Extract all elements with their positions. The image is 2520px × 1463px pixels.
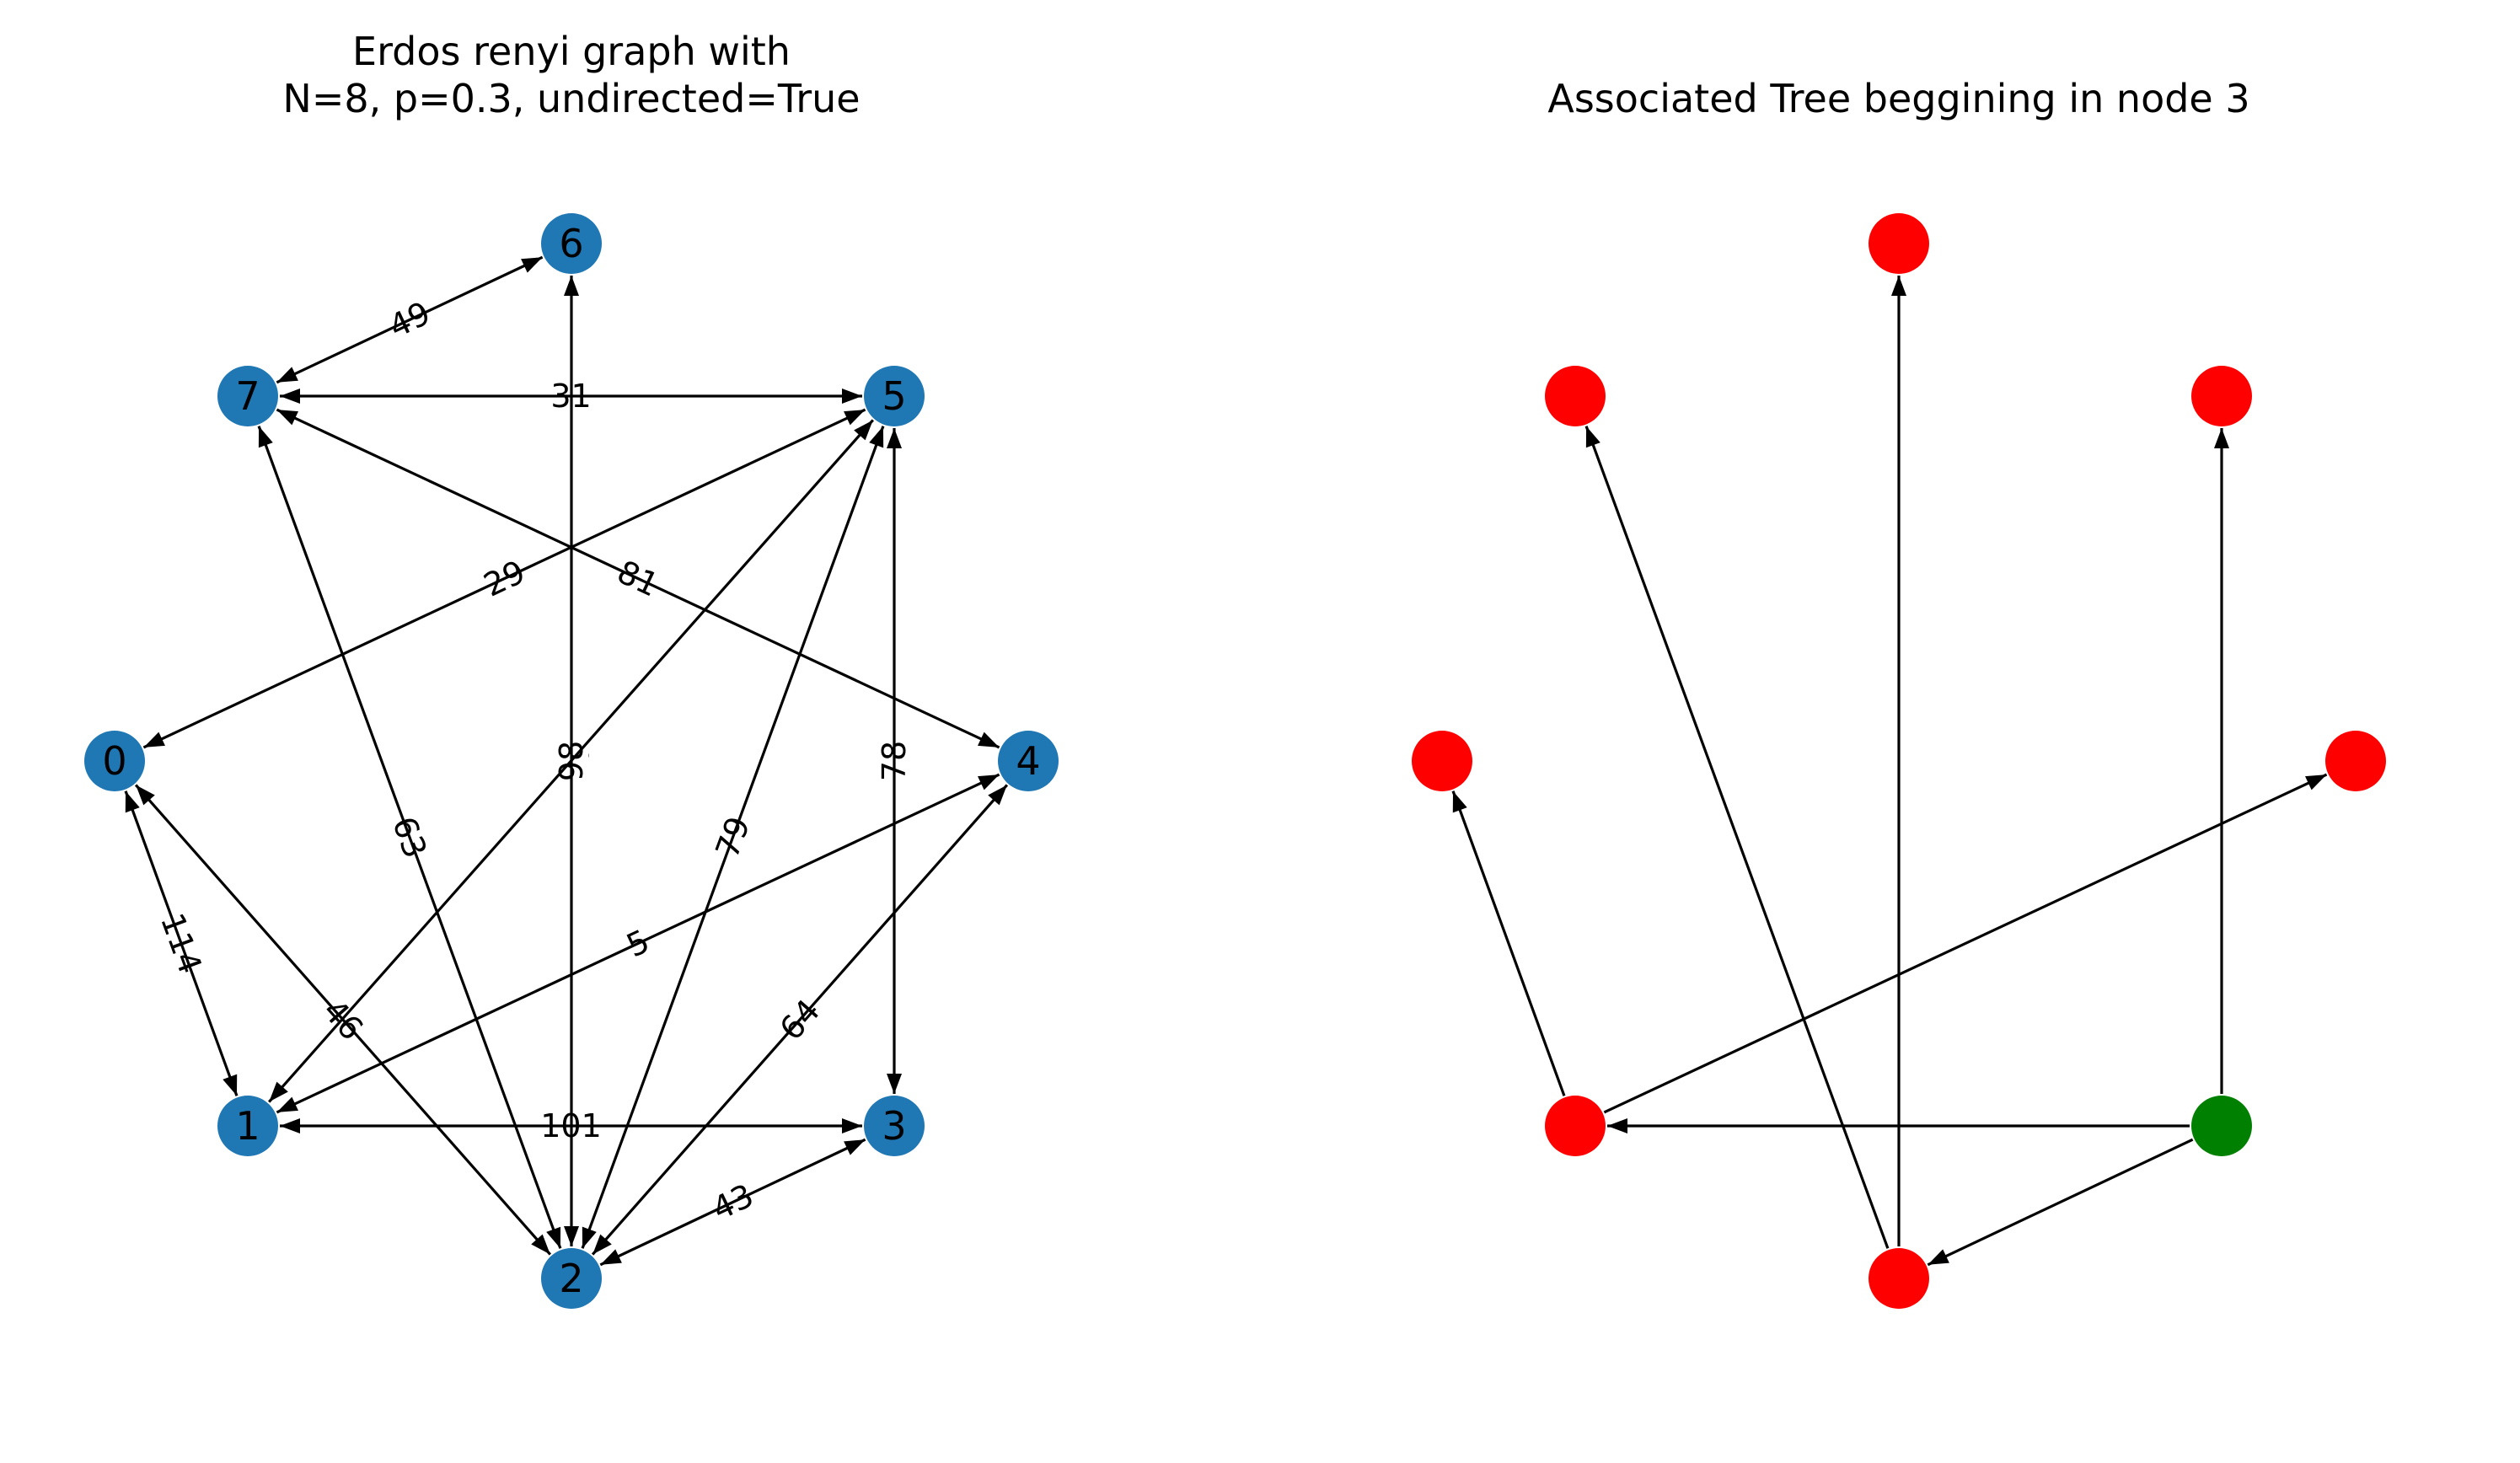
left-arrowhead-4-2 — [592, 1234, 612, 1255]
edge-label-bg-2-7 — [384, 807, 437, 867]
left-edge-2-7 — [257, 426, 562, 1249]
left-arrowhead-2-6 — [564, 276, 579, 296]
tree-edge-2-7 — [1584, 426, 1890, 1249]
left-arrowhead-1-4 — [978, 774, 1000, 790]
tree-arrowhead-1-4 — [2305, 774, 2327, 790]
left-edge-2-4 — [591, 784, 1009, 1256]
tree-node-5 — [2191, 366, 2252, 426]
left-node-label-1: 1 — [235, 1103, 260, 1149]
edge-label-bg-3-5 — [874, 736, 911, 786]
left-arrowhead-5-1 — [269, 1081, 288, 1102]
left-node-5 — [864, 366, 925, 426]
left-arrowhead-7-4 — [978, 732, 1000, 748]
left-edge-6-7 — [276, 255, 544, 384]
tree-node-7 — [1545, 366, 1606, 426]
left-arrowhead-1-5 — [854, 420, 873, 441]
tree-arrowhead-3-2 — [1928, 1249, 1949, 1265]
left-arrowhead-3-1 — [280, 1118, 300, 1133]
left-arrowhead-3-2 — [600, 1249, 622, 1265]
left-arrowhead-6-2 — [564, 1226, 579, 1246]
edge-label-bg-1-4 — [615, 918, 660, 966]
left-arrowhead-2-0 — [136, 785, 155, 806]
left-arrowhead-5-2 — [582, 1226, 597, 1249]
left-arrowhead-0-5 — [844, 410, 866, 426]
right-title: Associated Tree beggining in node 3 — [1547, 76, 2249, 121]
tree-arrowhead-3-1 — [1607, 1118, 1627, 1133]
left-arrowhead-1-0 — [125, 790, 140, 813]
left-title-line-1: Erdos renyi graph with — [352, 29, 791, 74]
left-node-label-7: 7 — [235, 373, 260, 419]
tree-arrowhead-3-5 — [2214, 428, 2229, 448]
tree-node-0 — [1412, 731, 1472, 791]
tree-arrowhead-2-7 — [1585, 426, 1600, 448]
left-arrowhead-5-7 — [280, 389, 300, 404]
left-graph-panel: Erdos renyi graph with N=8, p=0.3, undir… — [84, 29, 1059, 1309]
left-edge-2-3 — [599, 1138, 866, 1267]
tree-root-node-3 — [2191, 1096, 2252, 1156]
left-arrowhead-7-5 — [842, 389, 862, 404]
left-title-line-2: N=8, p=0.3, undirected=True — [282, 76, 860, 121]
left-edge-0-5 — [142, 408, 866, 749]
right-edges — [1451, 276, 2328, 1267]
left-arrowhead-0-1 — [223, 1074, 238, 1096]
tree-node-2 — [1869, 1248, 1929, 1309]
tree-edge-3-2 — [1927, 1138, 2194, 1267]
left-node-3 — [864, 1096, 925, 1156]
left-arrowhead-0-2 — [531, 1234, 550, 1255]
left-node-label-0: 0 — [102, 738, 126, 784]
left-node-label-2: 2 — [559, 1256, 583, 1301]
left-arrowhead-1-3 — [842, 1118, 862, 1133]
edge-label-bg-0-5 — [473, 549, 535, 605]
left-edge-2-5 — [581, 426, 885, 1249]
left-edge-0-1 — [124, 790, 239, 1096]
left-arrowhead-2-5 — [869, 426, 884, 448]
left-node-2 — [541, 1248, 602, 1309]
left-arrowhead-7-6 — [521, 257, 543, 273]
left-node-label-3: 3 — [882, 1103, 906, 1149]
tree-node-1 — [1545, 1096, 1606, 1156]
left-arrowhead-2-4 — [988, 785, 1007, 806]
tree-arrowhead-1-0 — [1452, 790, 1467, 813]
edge-label-bg-6-7 — [378, 290, 440, 346]
tree-node-4 — [2325, 731, 2386, 791]
edge-label-bg-2-5 — [705, 807, 758, 867]
left-arrowhead-6-7 — [276, 367, 298, 383]
tree-edge-1-0 — [1451, 790, 1566, 1096]
left-node-label-6: 6 — [559, 221, 583, 266]
left-edge-1-4 — [276, 773, 1000, 1114]
left-edge-labels: 1144629101546436479986378813149 — [153, 290, 913, 1229]
edge-label-bg-0-1 — [153, 903, 212, 983]
left-arrowhead-2-3 — [844, 1139, 866, 1155]
tree-node-6 — [1869, 213, 1929, 274]
left-arrowhead-5-3 — [887, 1074, 902, 1094]
left-node-4 — [998, 731, 1059, 791]
left-node-0 — [84, 731, 145, 791]
left-arrowhead-7-2 — [546, 1226, 561, 1249]
left-node-7 — [217, 366, 278, 426]
right-nodes — [1412, 213, 2386, 1309]
left-arrowhead-3-5 — [887, 428, 902, 448]
left-arrowhead-2-7 — [258, 426, 273, 448]
tree-edge-1-4 — [1603, 773, 2328, 1114]
left-node-1 — [217, 1096, 278, 1156]
left-node-label-5: 5 — [882, 373, 906, 419]
left-node-6 — [541, 213, 602, 274]
left-edge-4-7 — [276, 408, 1000, 749]
left-arrowhead-4-1 — [276, 1096, 298, 1112]
tree-arrowhead-2-6 — [1891, 276, 1906, 296]
left-node-label-4: 4 — [1016, 738, 1040, 784]
right-tree-panel: Associated Tree beggining in node 3 — [1412, 76, 2386, 1309]
edge-label-bg-4-7 — [608, 549, 670, 605]
left-arrowhead-5-0 — [143, 732, 165, 748]
left-arrowhead-4-7 — [276, 410, 298, 426]
left-nodes: 0 1 2 3 4 5 6 7 — [84, 213, 1059, 1309]
edge-label-bg-2-3 — [701, 1172, 764, 1229]
